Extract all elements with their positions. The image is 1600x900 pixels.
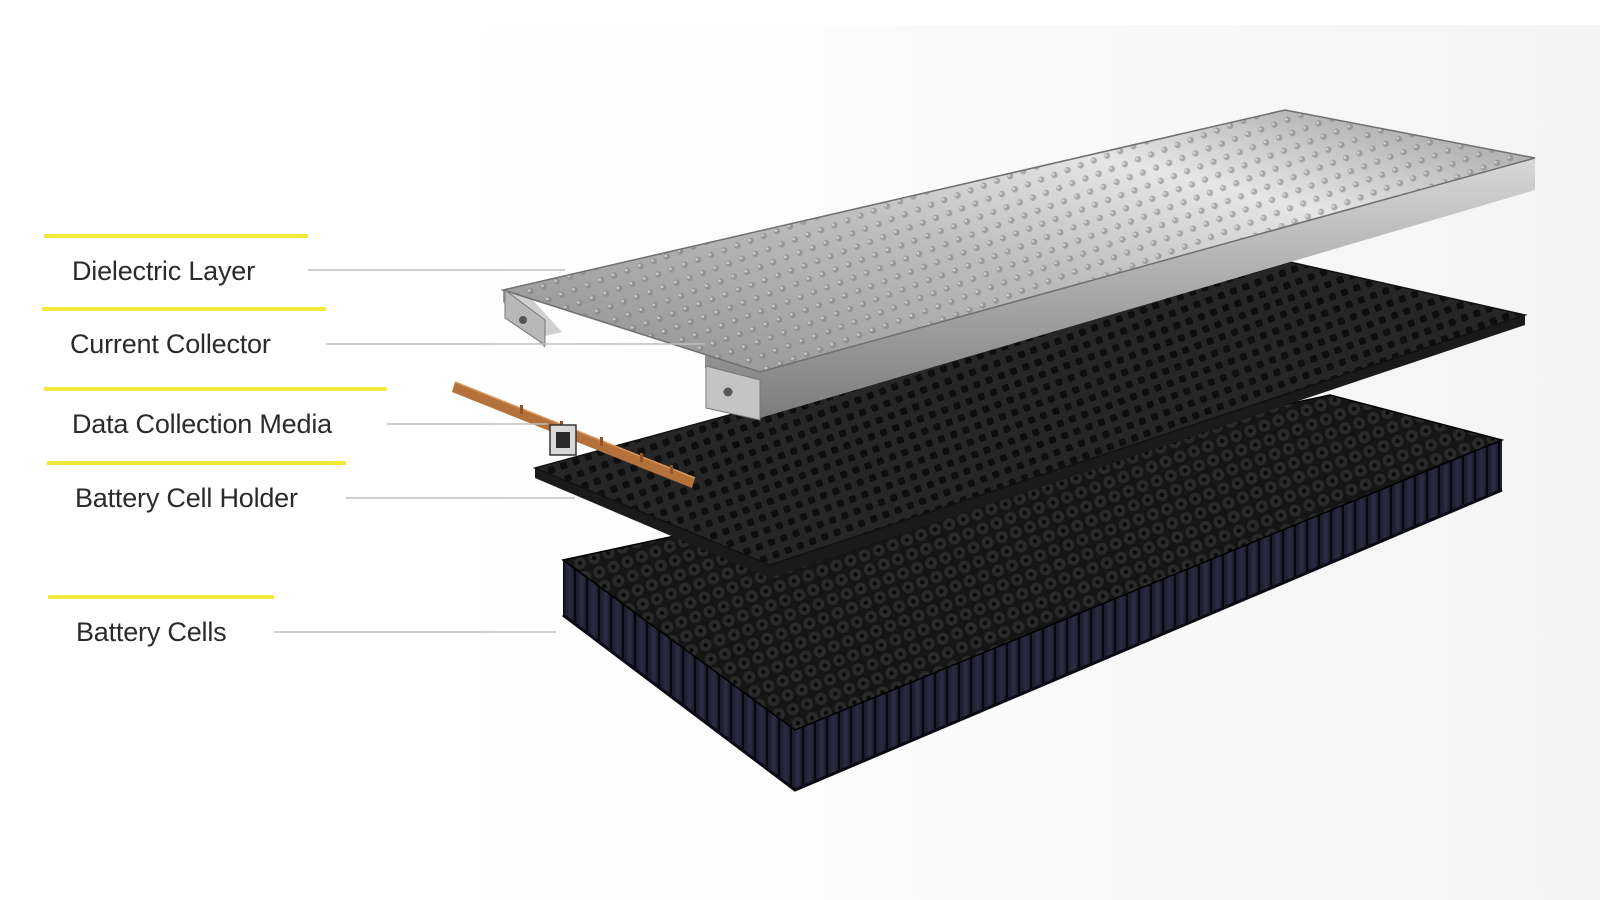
label-text: Dielectric Layer (72, 256, 255, 286)
accent-bar (42, 307, 326, 311)
label-text: Current Collector (70, 329, 271, 359)
label-battery-cells: Battery Cells (48, 595, 274, 669)
accent-bar (47, 461, 346, 465)
label-text: Data Collection Media (72, 409, 332, 439)
leader-lines (274, 269, 705, 633)
label-current-collector: Current Collector (42, 307, 326, 383)
data-collection-strip-graphic (452, 381, 696, 488)
label-dielectric-layer: Dielectric Layer (44, 234, 308, 306)
label-data-collection-media: Data Collection Media (44, 387, 387, 461)
accent-bar (44, 387, 387, 391)
label-battery-cell-holder: Battery Cell Holder (47, 461, 346, 535)
accent-bar (44, 234, 308, 238)
accent-bar (48, 595, 274, 599)
label-text: Battery Cell Holder (75, 483, 298, 513)
label-text: Battery Cells (76, 617, 227, 647)
